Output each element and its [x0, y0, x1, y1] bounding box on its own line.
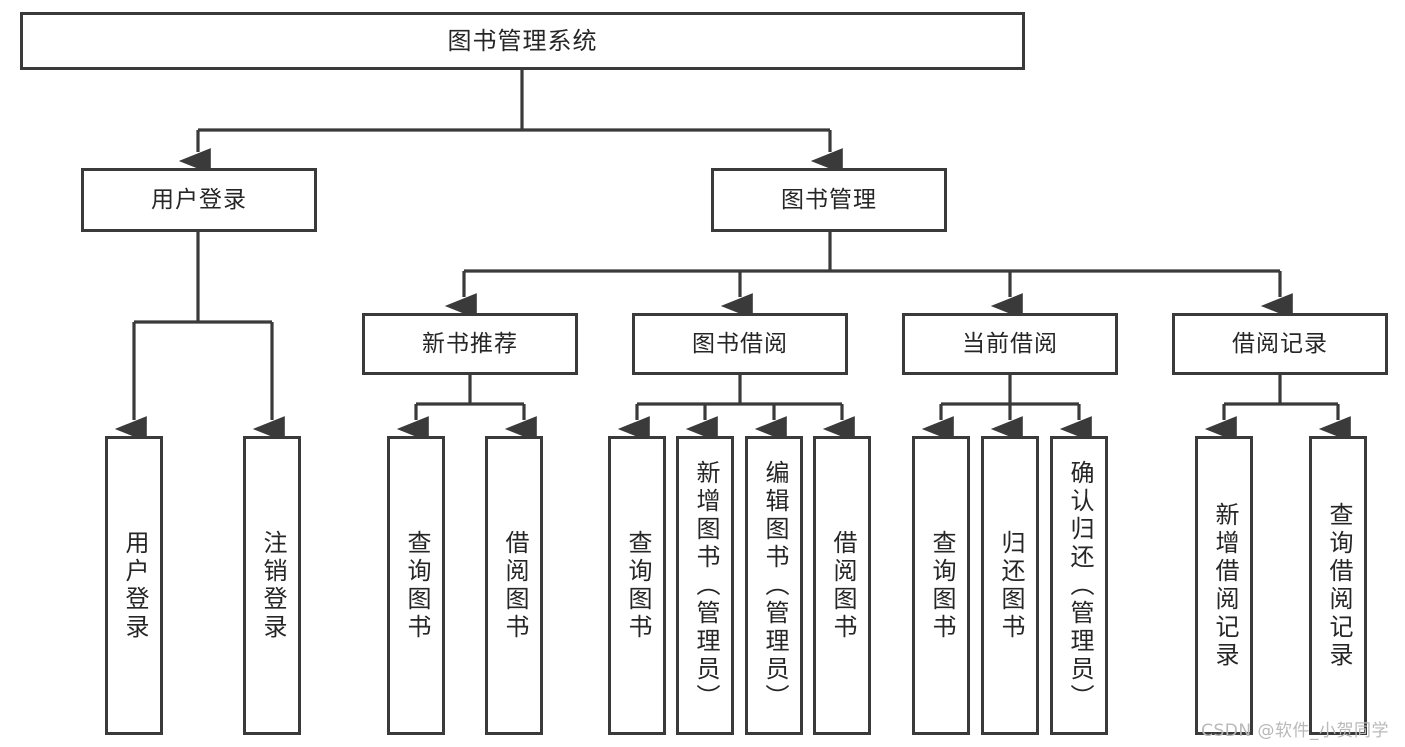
leaf-current-return-book[interactable]: 归还图书: [981, 436, 1039, 735]
node-user-login[interactable]: 用户登录: [81, 168, 317, 232]
leaf-new-book-borrow[interactable]: 借阅图书: [485, 436, 543, 735]
node-root-system[interactable]: 图书管理系统: [20, 12, 1025, 70]
leaf-record-add-borrow-record[interactable]: 新增借阅记录: [1195, 436, 1253, 735]
node-book-borrow[interactable]: 图书借阅: [632, 313, 848, 375]
node-new-book-recommend[interactable]: 新书推荐: [362, 313, 578, 375]
leaf-borrow-add-book-admin[interactable]: 新增图书（管理员）: [676, 436, 734, 735]
leaf-record-query-borrow-record[interactable]: 查询借阅记录: [1309, 436, 1367, 735]
node-book-management[interactable]: 图书管理: [711, 168, 947, 232]
leaf-borrow-borrow-book[interactable]: 借阅图书: [813, 436, 871, 735]
leaf-current-query-book[interactable]: 查询图书: [912, 436, 970, 735]
watermark: CSDN @软件_小贺同学: [1201, 721, 1389, 741]
leaf-borrow-query-book[interactable]: 查询图书: [608, 436, 666, 735]
node-borrow-record[interactable]: 借阅记录: [1172, 313, 1388, 375]
leaf-user-login-logout[interactable]: 注销登录: [243, 436, 301, 735]
leaf-current-confirm-return-admin[interactable]: 确认归还（管理员）: [1050, 436, 1108, 735]
leaf-new-book-query[interactable]: 查询图书: [387, 436, 445, 735]
leaf-user-login-login[interactable]: 用户登录: [105, 436, 163, 735]
leaf-borrow-edit-book-admin[interactable]: 编辑图书（管理员）: [745, 436, 803, 735]
node-current-borrow[interactable]: 当前借阅: [902, 313, 1118, 375]
